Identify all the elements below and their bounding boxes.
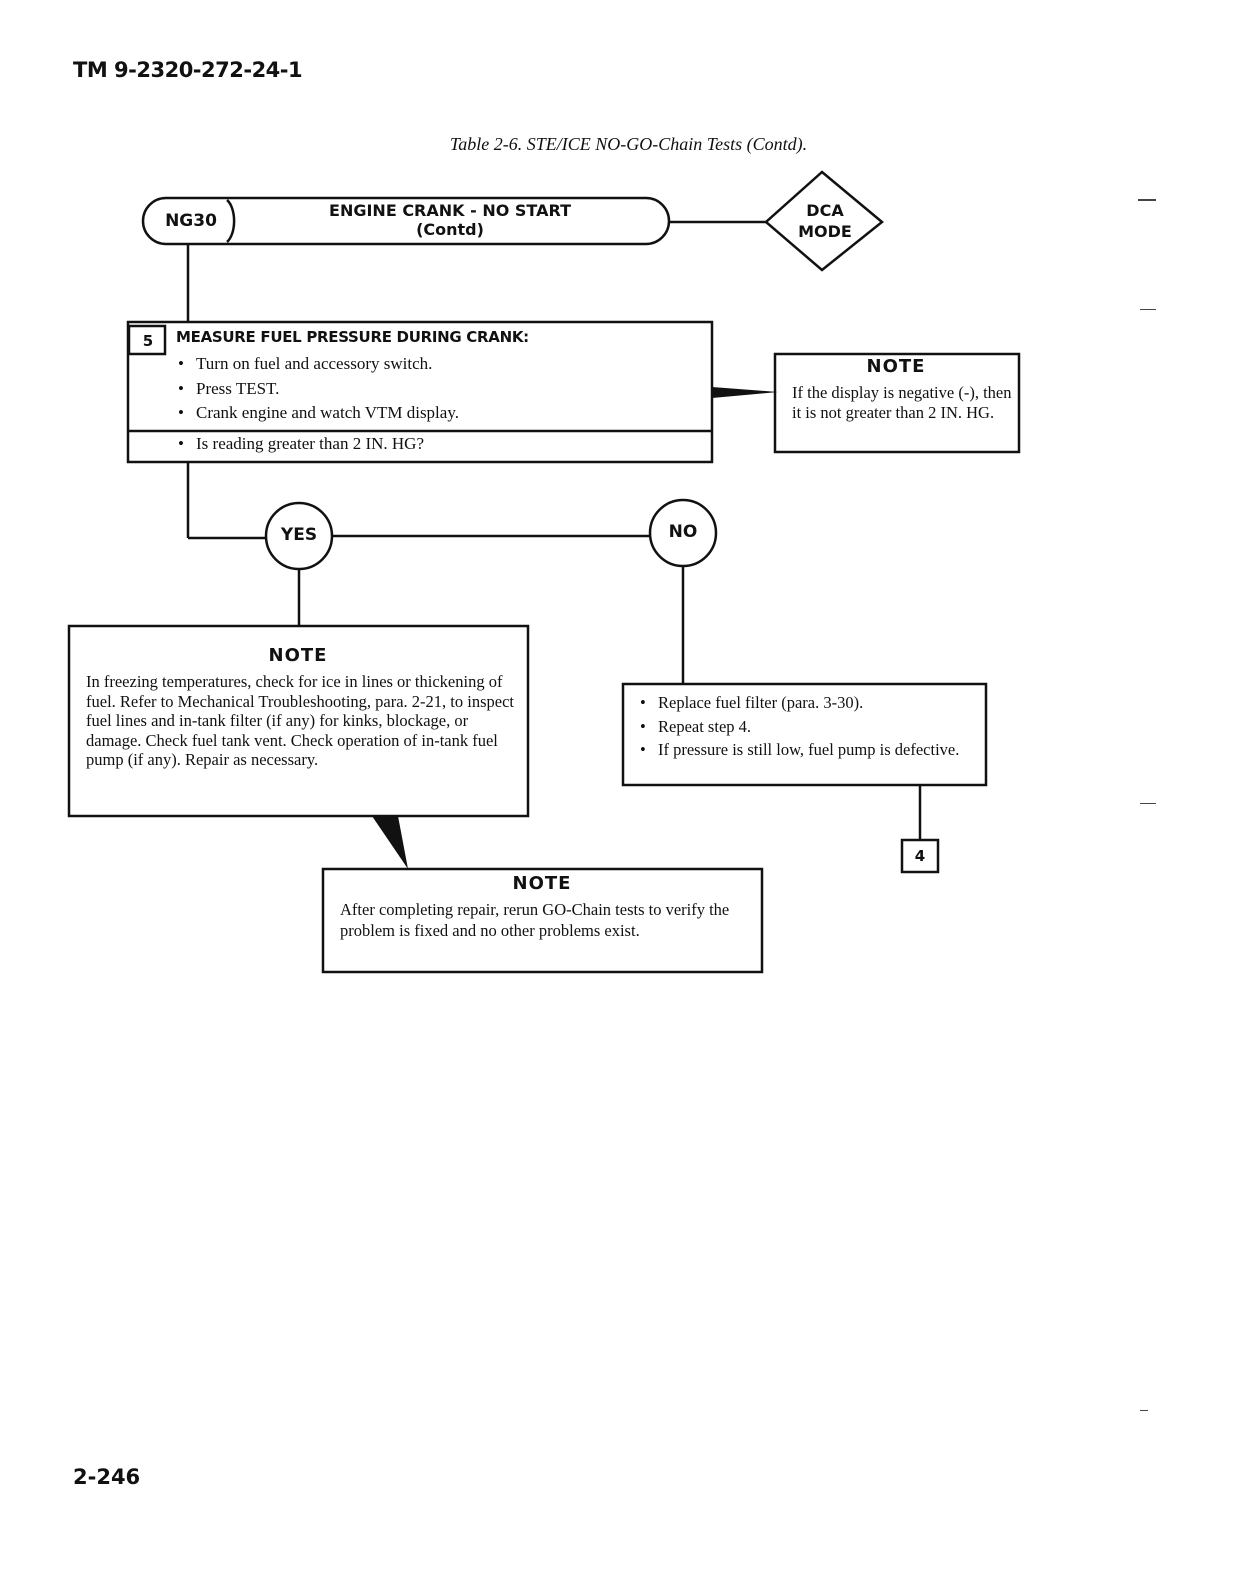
step-heading: MEASURE FUEL PRESSURE DURING CRANK: [176,328,529,346]
step-instructions: Turn on fuel and accessory switch. Press… [176,352,459,426]
chain-code-separator [226,199,236,243]
yes-label: YES [280,525,318,545]
mode-label-line1: DCA [806,201,844,220]
note-rerun-title: NOTE [512,873,572,894]
note-display: NOTE If the display is negative (-), the… [778,356,1014,422]
goto-step-box [900,838,940,874]
step-question: Is reading greater than 2 IN. HG? [176,432,424,456]
chain-title: ENGINE CRANK - NO START (Contd) [240,201,660,239]
chain-title-line2: (Contd) [416,220,484,239]
note-rerun-text: After completing repair, rerun GO-Chain … [340,900,730,940]
note-freezing-box [67,624,530,818]
no-action-item: Replace fuel filter (para. 3-30). [638,691,978,715]
note-display-pointer [712,387,778,398]
note-rerun-box [321,867,764,974]
document-id: TM 9-2320-272-24-1 [73,58,303,82]
step-instruction-item: Turn on fuel and accessory switch. [176,352,459,377]
step-instruction-item: Press TEST. [176,377,459,402]
no-action-item: Repeat step 4. [638,715,978,739]
mode-diamond [764,170,884,272]
no-action-item: If pressure is still low, fuel pump is d… [638,738,978,762]
chain-title-line1: ENGINE CRANK - NO START [329,201,571,220]
margin-mark [1140,803,1156,804]
note-freezing: NOTE In freezing temperatures, check for… [72,645,524,770]
mode-label: DCA MODE [780,200,870,242]
step-number-box [127,324,167,356]
note-display-text: If the display is negative (-), then it … [792,383,1012,422]
step-question-text: Is reading greater than 2 IN. HG? [176,432,424,456]
note-rerun: NOTE After completing repair, rerun GO-C… [326,873,758,941]
margin-mark [1140,309,1156,310]
no-actions: Replace fuel filter (para. 3-30). Repeat… [638,691,978,762]
mode-label-line2: MODE [798,222,852,241]
goto-step-number: 4 [914,847,926,865]
margin-mark [1138,199,1156,201]
page-number: 2-246 [73,1465,141,1489]
note-freezing-title: NOTE [268,645,328,666]
margin-mark [1140,1410,1148,1411]
note-display-box [773,352,1021,454]
step-instruction-item: Crank engine and watch VTM display. [176,401,459,426]
chain-header-outline [141,196,671,246]
no-actions-box [621,682,988,787]
chain-code: NG30 [165,211,217,231]
note-rerun-pointer [372,816,408,869]
note-freezing-text: In freezing temperatures, check for ice … [86,672,514,769]
no-label: NO [668,522,698,542]
table-title: Table 2-6. STE/ICE NO-GO-Chain Tests (Co… [449,134,808,154]
note-display-title: NOTE [866,356,926,377]
step-number: 5 [142,332,154,350]
